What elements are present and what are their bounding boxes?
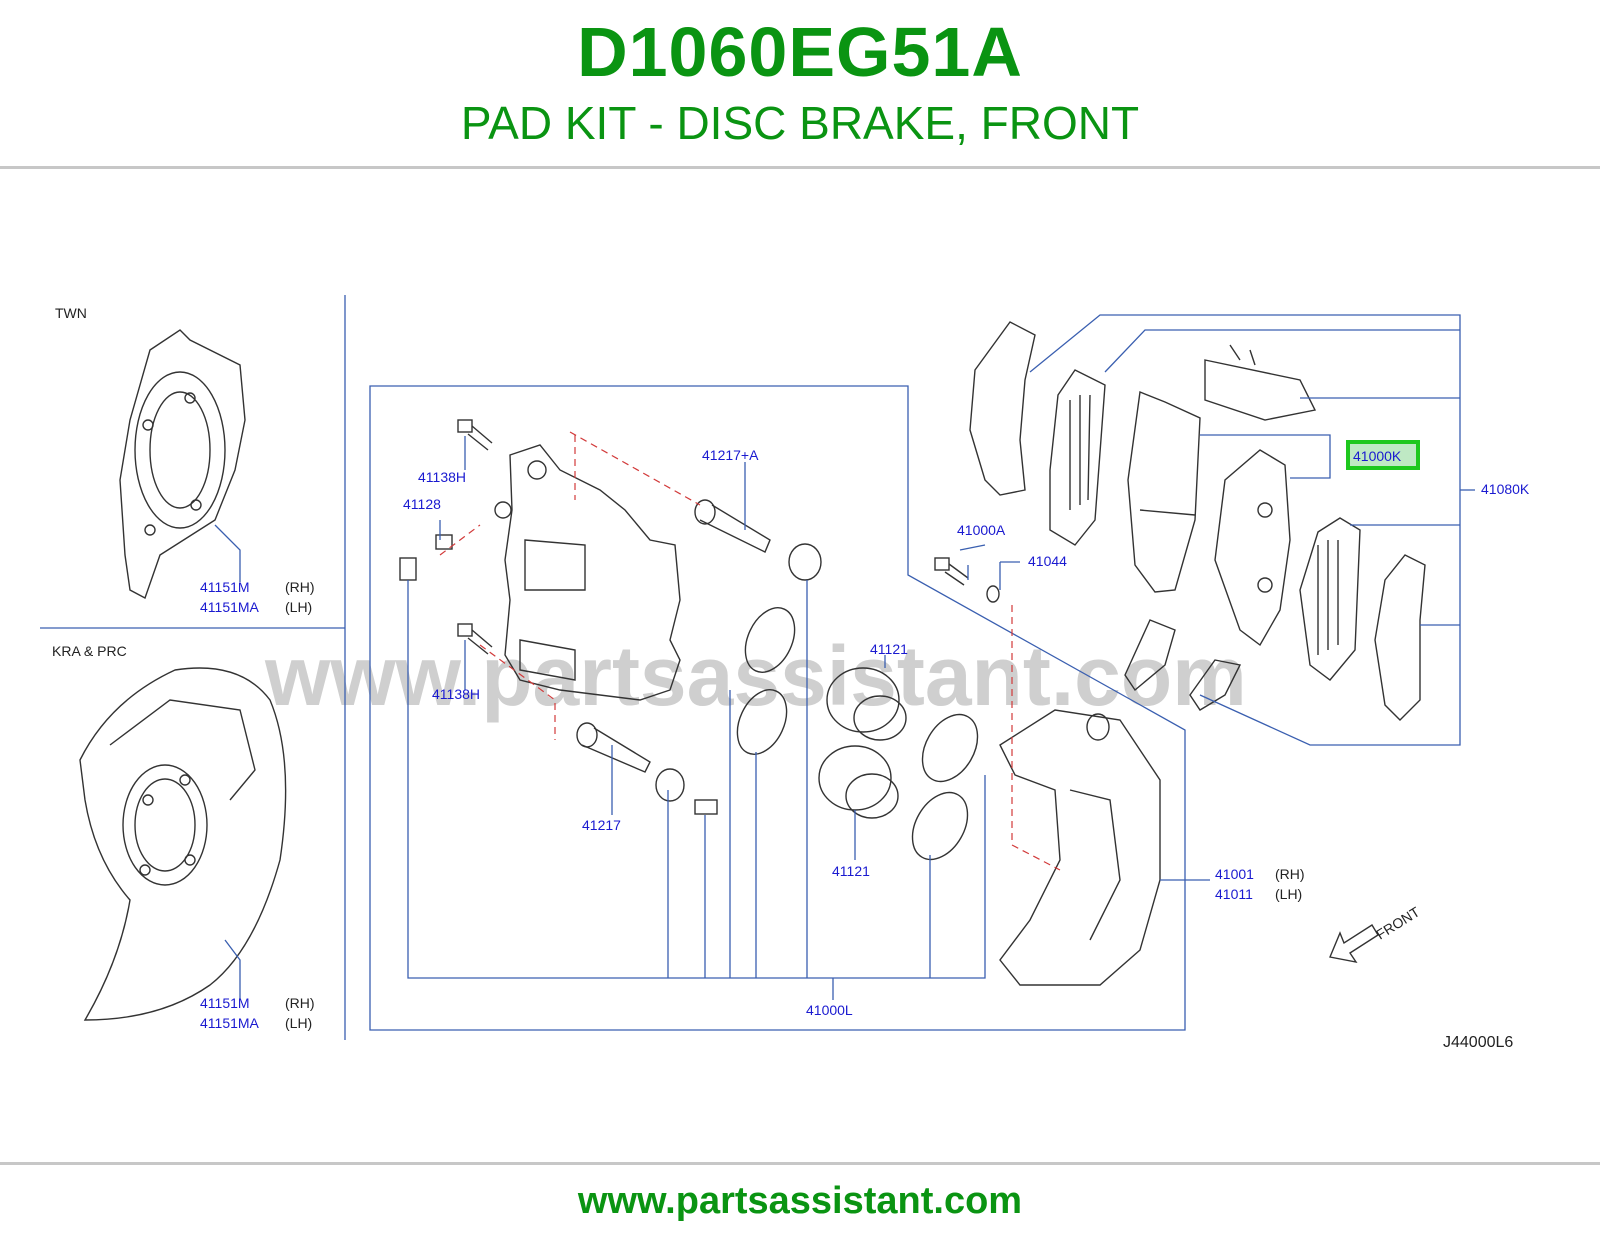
shim-inner-top [1049,369,1106,546]
dashed-line-b [439,524,481,556]
label-41151m-top: 41151M [200,579,250,595]
leader-41000l-main [407,580,986,979]
label-41000k: 41000K [1353,448,1402,464]
leader-41080k-frame [1029,314,1461,746]
footer-url[interactable]: www.partsassistant.com [577,1180,1023,1222]
leader-41000a [959,544,986,580]
label-41001: 41001 [1215,866,1254,882]
label-41138h-bottom: 41138H [432,686,480,702]
shim-outer-bottom [1374,554,1426,721]
label-41128: 41128 [403,496,441,512]
guide-pin-41217 [576,722,718,815]
label-41121-bottom: 41121 [832,863,870,879]
label-41217: 41217 [582,817,621,833]
section-label-kra-prc: KRA & PRC [52,643,127,659]
caliper-housing [999,709,1161,986]
dashed-line-e [1011,605,1061,871]
label-41217a: 41217+A [702,447,759,463]
dust-shield-twn [119,329,246,600]
guide-pin-41217a [694,499,822,581]
front-direction-label: FRONT [1373,903,1423,942]
label-rh-bottom: (RH) [285,995,315,1011]
section-label-twn: TWN [55,305,87,321]
label-lh-top: (LH) [285,599,312,615]
pad-hardware-bottom [1124,619,1242,711]
label-lh-caliper: (LH) [1275,886,1302,902]
dashed-line-a [569,431,701,506]
part-number-title: D1060EG51A [577,13,1023,91]
part-description: PAD KIT - DISC BRAKE, FRONT [460,97,1140,149]
caliper-assembly-frame [369,385,1186,1031]
leader-41080k-b [1104,329,1460,373]
label-41000a: 41000A [957,522,1006,538]
label-41044: 41044 [1028,553,1067,569]
header-divider [0,166,1600,169]
label-41000l: 41000L [806,1002,853,1018]
label-41151ma-top: 41151MA [200,599,260,615]
leader-41044 [999,561,1020,590]
label-41121-top: 41121 [870,641,908,657]
label-41138h-top: 41138H [418,469,466,485]
label-41011: 41011 [1215,886,1253,902]
bolt-41000a [934,557,969,586]
brake-pad-inner [1214,449,1291,647]
highlighted-part-41000k[interactable]: 41000K [1346,440,1420,470]
leader-41000l-branches [667,580,931,978]
footer-divider [0,1162,1600,1165]
watermark: www.partsassistant.com [264,629,1247,723]
piston-seals [736,607,979,861]
highlight-box-41000k [1346,440,1420,470]
brake-pad-outer [1127,391,1201,593]
label-lh-bottom: (LH) [285,1015,312,1031]
bolt-41138h-top [457,419,493,451]
label-41151ma-bottom: 41151MA [200,1015,260,1031]
caliper-body [494,444,681,701]
front-arrow-icon [1329,924,1379,964]
leader-41000k [1200,434,1331,479]
label-rh-caliper: (RH) [1275,866,1305,882]
shim-outer-top [969,321,1036,496]
clip-41044 [986,585,1000,603]
shim-inner-bottom [1299,517,1361,681]
label-41151m-bottom: 41151M [200,995,250,1011]
diagram-code: J44000L6 [1443,1034,1513,1051]
bleeder-41128 [399,534,453,581]
label-41080k: 41080K [1481,481,1530,497]
label-rh-top: (RH) [285,579,315,595]
bolt-41138h-bottom [457,623,493,655]
pad-hardware-top [1204,344,1317,421]
dust-shield-kra-prc [79,667,287,1021]
